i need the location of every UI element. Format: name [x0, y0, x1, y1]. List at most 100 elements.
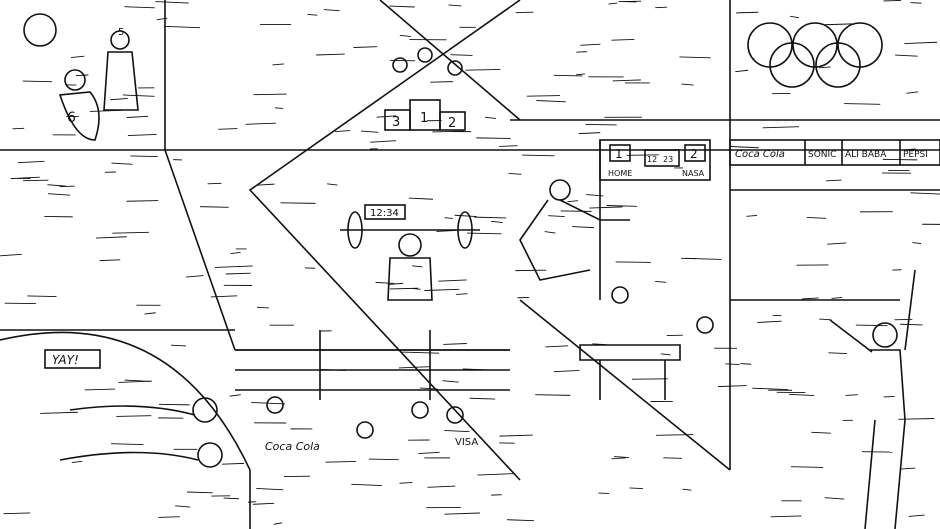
svg-text:ALI BABA: ALI BABA	[845, 150, 887, 160]
hatch-stroke	[71, 460, 83, 464]
hatch-stroke	[448, 4, 462, 7]
svg-text:VISA: VISA	[455, 437, 478, 448]
svg-text:Coca Cola: Coca Cola	[735, 149, 785, 160]
hatch-stroke	[508, 173, 522, 175]
hatch-stroke	[127, 134, 157, 137]
hatch-stroke	[59, 185, 75, 188]
hatch-stroke	[910, 192, 940, 195]
svg-text:YAY!: YAY!	[52, 353, 79, 367]
hatch-stroke	[130, 155, 158, 158]
hatch-stroke	[272, 63, 285, 66]
hatch-stroke	[824, 497, 845, 500]
hatch-stroke	[567, 200, 579, 203]
hatch-stroke	[126, 200, 159, 202]
hatch-stroke	[735, 69, 749, 73]
sponsor-boards: Coca Cola SONIC ALI BABA PEPSI	[729, 139, 940, 166]
hatch-stroke	[828, 352, 848, 354]
hatch-stroke	[811, 431, 831, 434]
svg-text:1: 1	[420, 111, 428, 126]
olympic-rings	[747, 22, 883, 88]
hatch-stroke	[214, 265, 253, 268]
basketball-panel: 6 5	[23, 13, 139, 141]
hatch-stroke	[273, 522, 283, 525]
hatch-stroke	[614, 456, 630, 458]
hatch-stroke	[746, 215, 758, 217]
jersey-number: 6	[67, 110, 76, 126]
hatch-stroke	[111, 443, 144, 446]
hatch-stroke	[900, 467, 916, 470]
hatch-stroke	[256, 306, 269, 309]
hatch-stroke	[398, 366, 430, 369]
hatch-stroke	[790, 15, 800, 19]
hatch-stroke	[144, 312, 156, 315]
hatch-stroke	[655, 281, 667, 283]
hatch-stroke	[506, 519, 534, 522]
hatch-stroke	[218, 128, 238, 130]
hatch-stroke	[307, 13, 318, 16]
hatch-stroke	[757, 320, 782, 323]
hatch-stroke	[256, 183, 275, 186]
hatch-stroke	[110, 97, 128, 101]
hatch-stroke	[819, 318, 832, 321]
hatch-stroke	[75, 74, 89, 76]
hatch-stroke	[419, 387, 438, 390]
hatch-stroke	[611, 38, 635, 41]
hatch-stroke	[430, 81, 453, 83]
hatch-stroke	[438, 279, 467, 282]
hatch-stroke	[499, 145, 518, 147]
hatch-stroke	[408, 197, 433, 200]
hatch-stroke	[323, 9, 340, 12]
svg-text:12:34: 12:34	[370, 208, 399, 219]
hatch-stroke	[477, 473, 515, 476]
svg-text:HOME: HOME	[608, 169, 632, 178]
hatch-stroke	[900, 323, 923, 326]
hatch-stroke	[171, 344, 187, 347]
hatch-stroke	[819, 66, 831, 69]
hatch-stroke	[883, 395, 895, 398]
hatch-stroke	[536, 100, 566, 103]
hatch-stroke	[717, 385, 747, 388]
hatch-stroke	[576, 73, 585, 76]
hatch-stroke	[770, 515, 802, 518]
hatch-stroke	[553, 74, 583, 77]
hatch-stroke	[545, 345, 569, 348]
hatch-stroke	[223, 497, 239, 500]
hatch-stroke	[730, 146, 759, 149]
hatch-stroke	[576, 51, 587, 53]
hatch-stroke	[544, 231, 556, 234]
hatch-stroke	[491, 220, 503, 223]
hatch-stroke	[111, 162, 133, 165]
hatch-stroke	[225, 272, 251, 275]
hatch-stroke	[444, 217, 453, 219]
hatch-stroke	[368, 458, 399, 461]
hatch-stroke	[465, 68, 501, 71]
hatch-stroke	[725, 363, 740, 365]
hatch-stroke	[316, 53, 345, 56]
hatch-stroke	[158, 403, 190, 406]
hatch-stroke	[908, 514, 925, 517]
hatch-stroke	[752, 387, 788, 391]
hatch-stroke	[48, 193, 71, 196]
hatch-stroke	[736, 11, 759, 14]
hatch-stroke	[883, 0, 901, 2]
podium: 3 1 2	[384, 47, 466, 131]
dancer	[829, 269, 916, 529]
hatch-stroke	[252, 502, 275, 505]
svg-text:3: 3	[392, 115, 400, 130]
hatch-stroke	[681, 83, 694, 86]
hatch-stroke	[904, 41, 938, 45]
hatch-stroke	[245, 122, 276, 125]
hatch-stroke	[454, 214, 477, 218]
hatch-stroke	[684, 257, 722, 260]
hatch-stroke	[679, 56, 711, 59]
hatch-stroke	[827, 242, 847, 245]
hatch-stroke	[682, 488, 692, 491]
hatch-stroke	[443, 343, 467, 345]
weightlifter: 12:34	[340, 204, 480, 301]
svg-text:1: 1	[615, 147, 623, 161]
hatch-stroke	[499, 434, 533, 437]
hatch-stroke	[424, 288, 460, 291]
hatch-stroke	[450, 54, 473, 56]
hatch-stroke	[660, 353, 671, 356]
hatch-stroke	[251, 402, 286, 405]
